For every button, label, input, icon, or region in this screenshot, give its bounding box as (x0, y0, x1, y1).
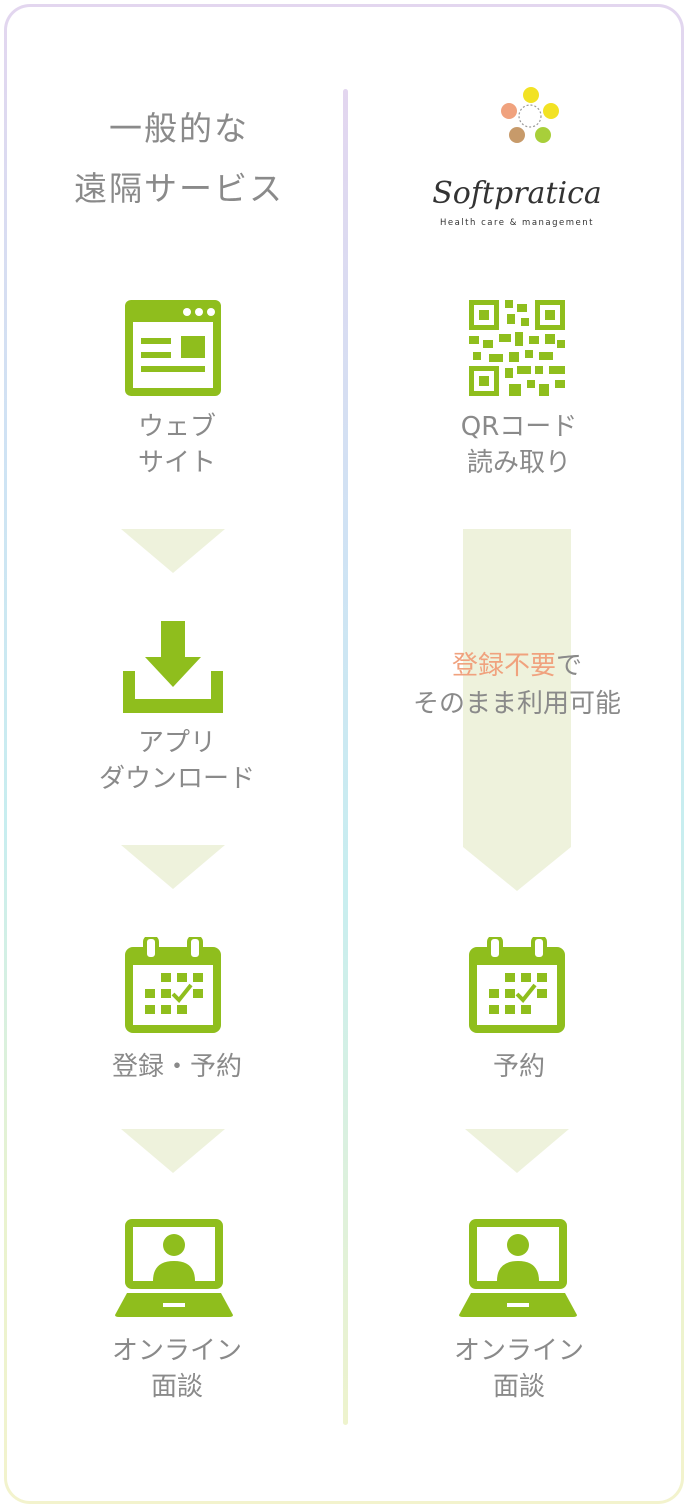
step-label-register-reserve: 登録・予約 (111, 1052, 242, 1082)
qr-code-icon (469, 300, 565, 396)
flow-arrow (121, 845, 225, 889)
long-flow-arrow (463, 529, 571, 891)
logo-flower-icon (501, 87, 559, 143)
note-accent-text: 登録不要 (451, 651, 556, 681)
logo-wordmark: Softpratica (432, 176, 602, 211)
note-text-line2: そのまま利用可能 (412, 689, 621, 719)
comparison-card: 一般的な 遠隔サービス ウェブ サイト アプ (7, 7, 681, 1501)
flow-arrow (121, 529, 225, 573)
column-divider (343, 89, 348, 1425)
flow-arrow (121, 1129, 225, 1173)
online-meeting-icon (459, 1219, 577, 1317)
online-meeting-icon (115, 1219, 233, 1317)
note-text: で (556, 651, 583, 681)
calendar-icon (469, 937, 565, 1033)
download-icon (123, 621, 223, 713)
comparison-frame: 一般的な 遠隔サービス ウェブ サイト アプ (4, 4, 684, 1504)
step-label-website: ウェブ サイト (137, 412, 216, 478)
left-heading-line1: 一般的な (109, 109, 249, 148)
step-label-online-meeting: オンライン 面談 (453, 1336, 584, 1402)
logo-tagline: Health care & management (440, 218, 594, 228)
website-icon (125, 300, 221, 396)
flow-arrow (465, 1129, 569, 1173)
no-registration-note: 登録不要で そのまま利用可能 (367, 647, 667, 723)
softpratica-logo: Softpratica Health care & management (432, 87, 602, 228)
left-heading: 一般的な 遠隔サービス (29, 99, 329, 219)
step-label-qr-scan: QRコード 読み取り (460, 412, 578, 478)
calendar-icon (125, 937, 221, 1033)
left-heading-line2: 遠隔サービス (74, 169, 284, 208)
step-label-reserve: 予約 (492, 1052, 545, 1082)
step-label-download: アプリ ダウンロード (98, 728, 255, 794)
step-label-online-meeting: オンライン 面談 (111, 1336, 242, 1402)
